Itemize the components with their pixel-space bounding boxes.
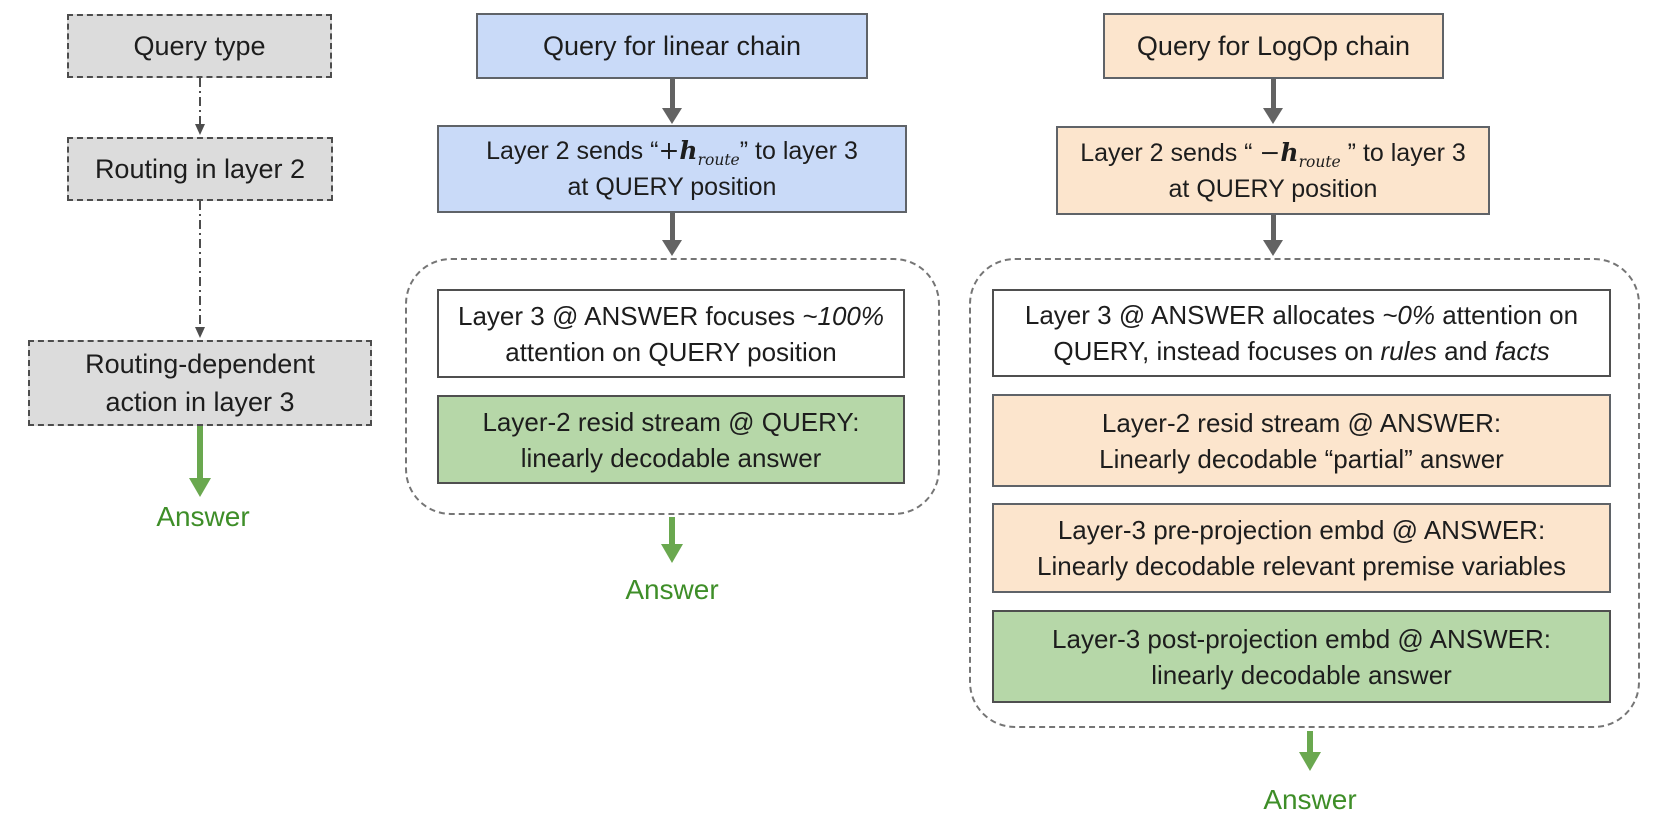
layer3-preproj-line2: Linearly decodable relevant premise vari… <box>1037 551 1566 581</box>
layer3-postproj-box: Layer-3 post-projection embd @ ANSWER: l… <box>992 610 1611 703</box>
dashdot-connector-1 <box>195 78 205 135</box>
layer2-sends-plus-line1: Layer 2 sends “+hroute” to layer 3 <box>486 136 858 169</box>
math-minus-h-route: −hroute <box>1259 137 1341 171</box>
attention-100-line2: attention on QUERY position <box>505 336 837 367</box>
attention-0-line1: Layer 3 @ ANSWER allocates ~0% attention… <box>1024 300 1579 330</box>
attention-0-line2: QUERY, instead focuses on rules and fact… <box>1053 336 1550 366</box>
layer2-resid-answer-box: Layer-2 resid stream @ ANSWER: Linearly … <box>992 394 1611 487</box>
middle-answer-label: Answer <box>625 574 719 605</box>
layer2-resid-query-box: Layer-2 resid stream @ QUERY: linearly d… <box>437 395 905 484</box>
routing-action-line1: Routing-dependent <box>85 349 315 379</box>
query-linear-chain-box: Query for linear chain <box>476 13 868 79</box>
layer2-resid-query-line1: Layer-2 resid stream @ QUERY: <box>482 406 860 437</box>
layer2-sends-plus-box: Layer 2 sends “+hroute” to layer 3 at QU… <box>437 125 907 213</box>
math-plus-h-route: +hroute <box>658 136 740 169</box>
right-answer-label: Answer <box>1263 784 1357 815</box>
attention-100-box: Layer 3 @ ANSWER focuses ~100% attention… <box>437 289 905 378</box>
layer3-postproj-line2: linearly decodable answer <box>1151 659 1452 690</box>
routing-layer2-box: Routing in layer 2 <box>67 137 333 201</box>
query-type-label: Query type <box>133 31 266 61</box>
query-logop-chain-box: Query for LogOp chain <box>1103 13 1444 79</box>
routing-action-box: Routing-dependent action in layer 3 <box>28 340 372 426</box>
layer2-sends-plus-line2: at QUERY position <box>567 173 777 201</box>
query-logop-chain-label: Query for LogOp chain <box>1136 31 1411 61</box>
layer2-sends-minus-line1: Layer 2 sends “ −hroute ” to layer 3 <box>1080 137 1466 171</box>
layer2-resid-query-line2: linearly decodable answer <box>520 442 822 473</box>
routing-action-line2: action in layer 3 <box>105 387 295 417</box>
logop-chain-findings-group <box>969 258 1640 728</box>
linear-chain-findings-group <box>405 258 940 515</box>
layer3-preproj-line1: Layer-3 pre-projection embd @ ANSWER: <box>1057 515 1546 545</box>
layer2-resid-answer-line1: Layer-2 resid stream @ ANSWER: <box>1101 407 1502 438</box>
query-linear-chain-label: Query for linear chain <box>542 31 802 61</box>
routing-layer2-label: Routing in layer 2 <box>94 154 306 184</box>
layer2-resid-answer-line2: Linearly decodable “partial” answer <box>1099 443 1504 474</box>
layer2-sends-minus-line2: at QUERY position <box>1168 174 1378 203</box>
attention-0-box: Layer 3 @ ANSWER allocates ~0% attention… <box>992 289 1611 377</box>
attention-100-line1: Layer 3 @ ANSWER focuses ~100% <box>458 300 884 331</box>
dashdot-connector-2 <box>195 201 205 338</box>
layer3-preproj-box: Layer-3 pre-projection embd @ ANSWER: Li… <box>992 503 1611 593</box>
layer2-sends-minus-box: Layer 2 sends “ −hroute ” to layer 3 at … <box>1056 126 1490 215</box>
query-type-box: Query type <box>67 14 332 78</box>
layer3-postproj-line1: Layer-3 post-projection embd @ ANSWER: <box>1052 623 1551 654</box>
left-answer-label: Answer <box>156 501 250 532</box>
